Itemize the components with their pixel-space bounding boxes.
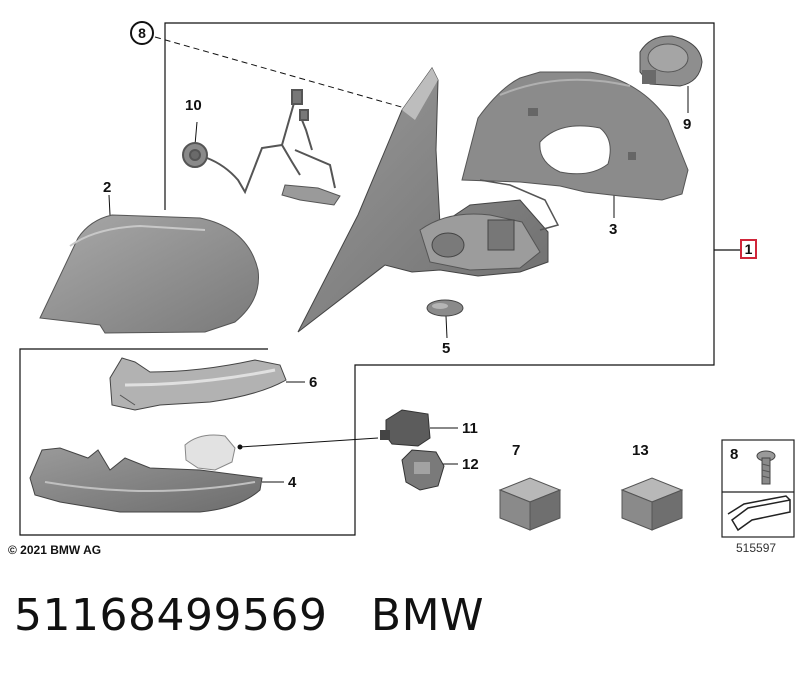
label-11: 11: [462, 420, 478, 437]
brand-name: BMW: [370, 590, 485, 641]
bracket-part: [401, 449, 445, 491]
label-2: 2: [103, 179, 112, 196]
label-4: 4: [288, 474, 297, 491]
mirror-motor-part: [639, 35, 703, 87]
assembly-frame: [19, 22, 740, 536]
label-10: 10: [185, 97, 202, 114]
lower-trim-part: [29, 447, 263, 513]
cover-disc-part: [426, 299, 464, 317]
screw-inset: [721, 439, 795, 538]
label-8-circled: 8: [130, 21, 154, 45]
part-caption: 51168499569 BMW: [14, 590, 484, 641]
label-3: 3: [609, 221, 618, 238]
mirror-base-arm: [297, 67, 560, 333]
sensor-part: [184, 434, 236, 471]
label-6: 6: [309, 374, 318, 391]
connector-part: [380, 409, 431, 447]
label-5: 5: [442, 340, 451, 357]
label-1-boxed: 1: [740, 239, 757, 259]
mirror-cap-part: [39, 214, 260, 334]
copyright-text: © 2021 BMW AG: [8, 543, 102, 557]
box-part-7: [498, 477, 562, 531]
part-number: 51168499569: [14, 590, 328, 641]
label-12: 12: [462, 456, 479, 473]
mirror-housing-part: [461, 71, 689, 201]
label-9: 9: [683, 116, 692, 133]
diagram-ref-number: 515597: [736, 541, 777, 555]
label-7: 7: [512, 442, 521, 459]
turn-signal-part: [109, 357, 287, 411]
label-13: 13: [632, 442, 649, 459]
label-8-inset: 8: [730, 446, 739, 463]
box-part-13: [620, 477, 684, 531]
wiring-harness-part: [182, 89, 341, 206]
